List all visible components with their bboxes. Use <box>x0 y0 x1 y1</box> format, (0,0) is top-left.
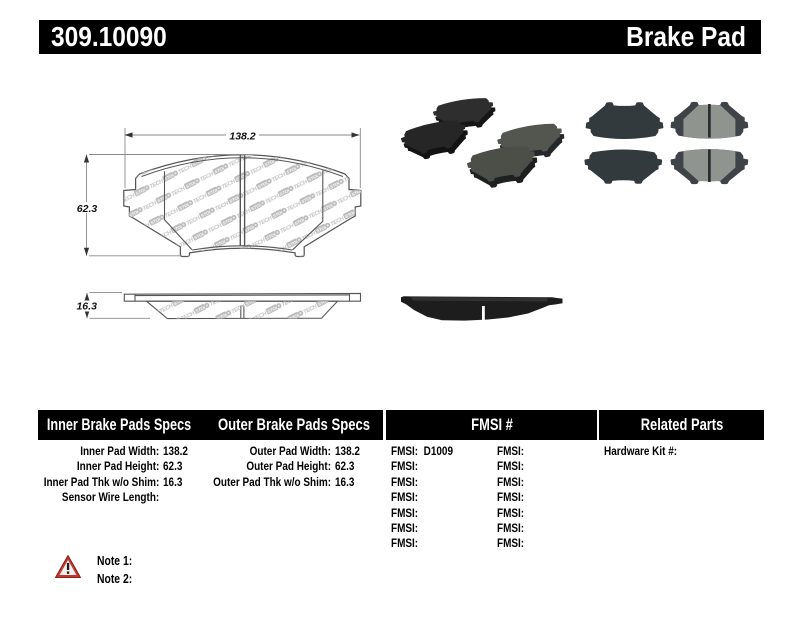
svg-text:16.3: 16.3 <box>76 300 97 312</box>
svg-text:62.3: 62.3 <box>77 203 98 215</box>
svg-text:138.2: 138.2 <box>229 130 255 142</box>
